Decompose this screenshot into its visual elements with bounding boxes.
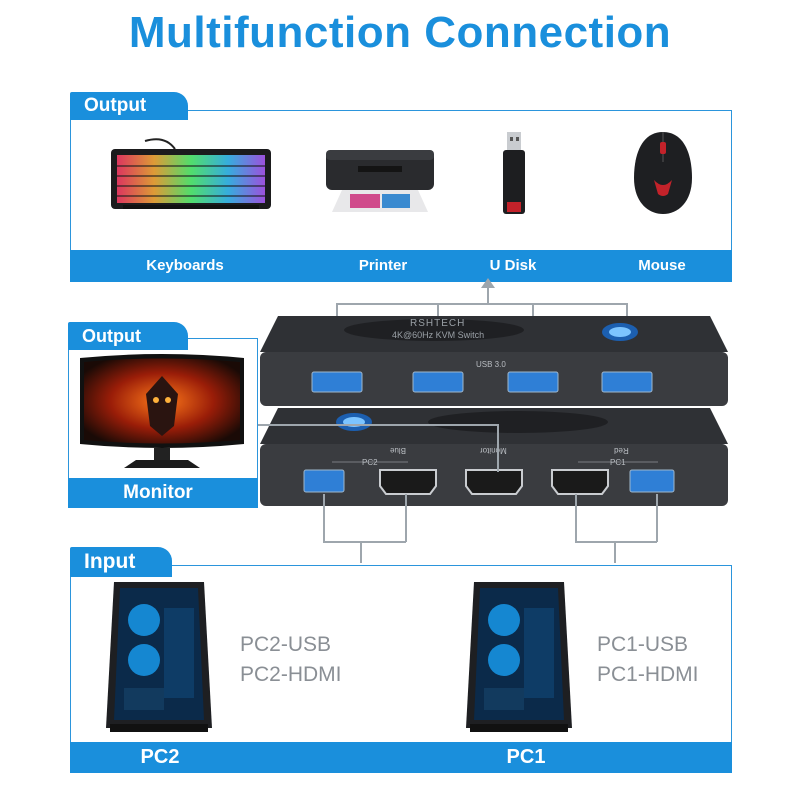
switch-model: 4K@60Hz KVM Switch bbox=[392, 330, 485, 340]
output-devices-label-band bbox=[70, 250, 732, 282]
blue-label: Blue bbox=[390, 446, 407, 455]
keyboard-icon bbox=[111, 138, 271, 209]
pc1-usb-text: PC1-USB bbox=[597, 633, 689, 656]
wire-pc1-hdmi bbox=[575, 494, 577, 542]
usb-3-label: USB 3.0 bbox=[476, 360, 506, 369]
monitor-label-band bbox=[68, 478, 258, 508]
page-title: Multifunction Connection bbox=[128, 8, 672, 57]
wire-usb-bus bbox=[336, 303, 626, 305]
wire-pc2-join bbox=[323, 541, 406, 543]
pc2-label: PC2 bbox=[140, 746, 180, 768]
keyboards-label: Keyboards bbox=[146, 257, 224, 274]
wire-pc2-usb bbox=[323, 494, 325, 542]
pc1-tower-icon bbox=[466, 582, 572, 732]
mouse-icon bbox=[634, 132, 692, 214]
monitor-icon bbox=[80, 354, 244, 468]
input-tab: Input bbox=[70, 547, 172, 577]
pc1-port-label: PC1 bbox=[610, 458, 626, 467]
monitor-output-tab: Output bbox=[68, 322, 188, 350]
printer-label: Printer bbox=[358, 257, 408, 274]
monitor-label: Monitor bbox=[123, 482, 193, 503]
pc1-hdmi-text: PC1-HDMI bbox=[597, 663, 699, 686]
wire-up-arrow-line bbox=[487, 282, 489, 304]
mouse-label: Mouse bbox=[638, 257, 686, 274]
usb-disk-icon bbox=[503, 132, 525, 214]
pc2-port-label: PC2 bbox=[362, 458, 378, 467]
wire-pc1-usb bbox=[656, 494, 658, 542]
red-label: Red bbox=[614, 446, 629, 455]
input-label-band bbox=[70, 742, 732, 773]
wire-pc2-hdmi bbox=[405, 494, 407, 542]
pc2-usb-text: PC2-USB bbox=[240, 633, 332, 656]
wire-monitor-drop bbox=[497, 424, 499, 472]
wire-pc1-join bbox=[575, 541, 657, 543]
wire-pc2-drop bbox=[360, 541, 362, 563]
pc2-hdmi-text: PC2-HDMI bbox=[240, 663, 342, 686]
u-disk-label: U Disk bbox=[489, 257, 537, 274]
printer-icon bbox=[326, 150, 434, 212]
output-tab: Output bbox=[70, 92, 188, 120]
pc1-label: PC1 bbox=[506, 746, 546, 768]
switch-brand: RSHTECH bbox=[410, 318, 466, 329]
pc2-tower-icon bbox=[106, 582, 212, 732]
up-arrow-icon bbox=[481, 278, 495, 288]
kvm-switch-image bbox=[260, 316, 728, 506]
monitor-port-label: Monitor bbox=[480, 446, 507, 455]
wire-monitor-link bbox=[258, 424, 498, 426]
wire-pc1-drop bbox=[614, 541, 616, 563]
